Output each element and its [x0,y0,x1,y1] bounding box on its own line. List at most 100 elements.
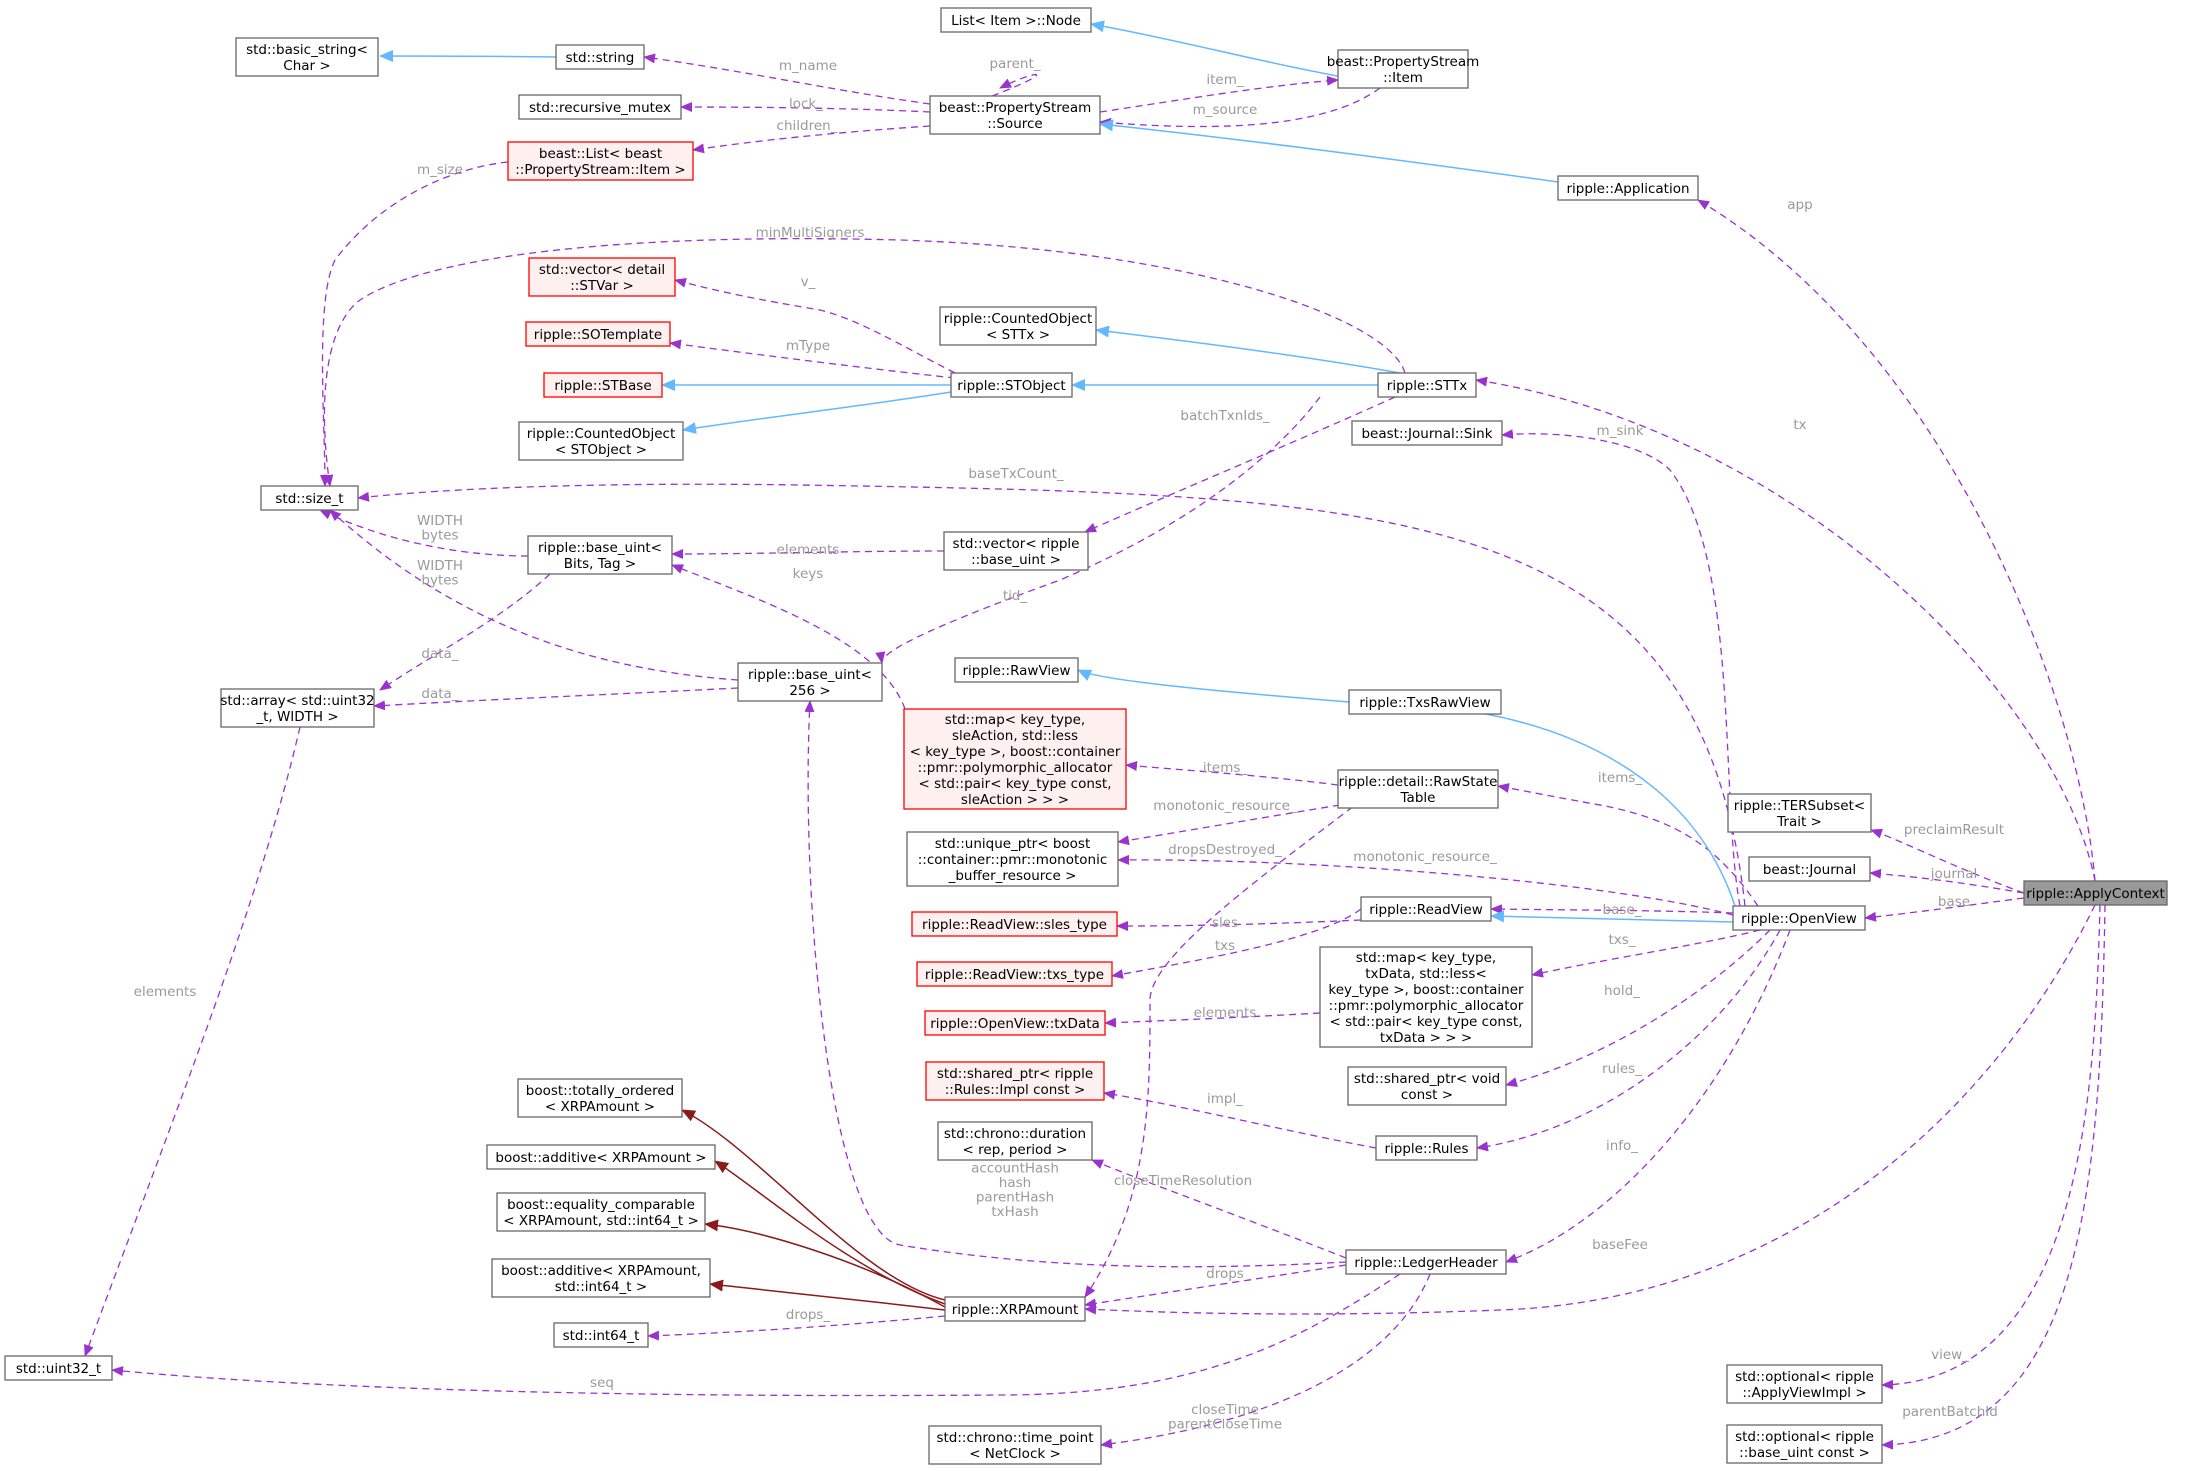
edge-256-array [373,687,739,711]
class-node-shared-ptr-void[interactable]: std::shared_ptr< void const > [1347,1066,1507,1106]
class-node-additive2[interactable]: boost::additive< XRPAmount, std::int64_t… [491,1258,711,1298]
edge-sttx-tid [875,396,1321,664]
edge-openview-txdata [1531,929,1761,978]
class-node-stobject[interactable]: ripple::STObject [950,372,1073,398]
edge-openview-rst [1497,783,1759,907]
node-label: < STObject > [555,442,647,458]
class-node-recursive-mutex[interactable]: std::recursive_mutex [518,94,682,120]
class-node-base-uint-bits[interactable]: ripple::base_uint<Bits, Tag > [527,535,673,575]
edge-stobject-vector [674,278,956,374]
node-box [1377,372,1477,398]
node-label: ::STVar > [570,278,634,294]
class-node-application[interactable]: ripple::Application [1557,175,1699,201]
node-box [925,1061,1105,1101]
class-node-duration[interactable]: std::chrono::duration< rep, period > [937,1121,1093,1161]
node-label: std::unique_ptr< boost [935,836,1090,852]
edge-label-min-multi-signers: minMultiSigners [756,225,865,241]
edge-label-tid: tid_ [1003,588,1028,604]
class-node-apply-context[interactable]: ripple::ApplyContext [2023,880,2168,906]
node-label: txData > > > [1380,1030,1472,1046]
class-node-openview[interactable]: ripple::OpenView [1732,905,1866,931]
edge-label-base-fee: baseFee [1592,1237,1648,1253]
node-label: ripple::RawView [962,663,1070,679]
class-node-ps-source[interactable]: beast::PropertyStream::Source [929,95,1101,135]
class-node-ledgerheader[interactable]: ripple::LedgerHeader [1345,1249,1507,1275]
class-node-counted-stobject[interactable]: ripple::CountedObject< STObject > [518,421,684,461]
class-node-size-t[interactable]: std::size_t [260,485,359,511]
class-node-sotemplate[interactable]: ripple::SOTemplate [525,321,671,347]
edge-label-drops-xrp: drops_ [786,1307,831,1323]
node-label: < std::pair< key_type const, [1329,1014,1522,1030]
class-node-array-uint32[interactable]: std::array< std::uint32_t, WIDTH > [220,688,375,728]
class-node-additive[interactable]: boost::additive< XRPAmount > [486,1144,716,1170]
node-box [543,372,663,398]
node-label: ripple::CountedObject [527,426,676,442]
edge-label-hashes-3: parentHash [976,1189,1054,1205]
class-node-base-uint-256[interactable]: ripple::base_uint<256 > [737,662,883,702]
class-node-optional-base-uint[interactable]: std::optional< ripple::base_uint const > [1726,1424,1883,1464]
class-node-txs-type[interactable]: ripple::ReadView::txs_type [916,961,1113,987]
class-node-basic-string[interactable]: std::basic_string<Char > [235,37,379,77]
class-node-unique-ptr-mbr[interactable]: std::unique_ptr< boost::container::pmr::… [906,831,1119,887]
class-node-sles-type[interactable]: ripple::ReadView::sles_type [911,911,1118,937]
node-label: ripple::ReadView::sles_type [922,917,1107,933]
class-node-counted-sttx[interactable]: ripple::CountedObject< STTx > [939,306,1097,346]
edge-vec-base [671,548,945,559]
node-label: List< Item >::Node [951,13,1081,29]
class-node-equality-comparable[interactable]: boost::equality_comparable< XRPAmount, s… [496,1192,706,1232]
class-node-journal-sink[interactable]: beast::Journal::Sink [1351,420,1503,446]
class-node-int64[interactable]: std::int64_t [553,1322,649,1348]
class-node-readview[interactable]: ripple::ReadView [1360,896,1492,922]
edge-xrp-int64 [647,1315,946,1341]
edge-label-close-time-1: closeTime [1191,1402,1259,1418]
class-node-map-sleaction[interactable]: std::map< key_type, sleAction, std::less… [903,708,1127,810]
class-node-txsrawview[interactable]: ripple::TxsRawView [1348,689,1502,715]
node-box [737,662,883,702]
class-node-stbase[interactable]: ripple::STBase [543,372,663,398]
node-label: ripple::TERSubset< [1734,798,1865,814]
edge-label-base-ro: base_ [1603,902,1642,918]
class-node-time-point[interactable]: std::chrono::time_point< NetClock > [928,1425,1102,1465]
edge-label-m-sink: m_sink [1596,423,1643,439]
class-node-rules[interactable]: ripple::Rules [1375,1135,1478,1161]
class-node-vector-base-uint[interactable]: std::vector< ripple::base_uint > [943,531,1089,571]
node-label: ripple::detail::RawState [1339,774,1498,790]
edge-label-view: view_ [1931,1347,1969,1363]
class-node-beast-journal[interactable]: beast::Journal [1748,856,1871,882]
node-box [911,911,1118,937]
class-node-xrpamount[interactable]: ripple::XRPAmount [944,1296,1086,1322]
node-box [260,485,359,511]
edge-sttx-size [323,237,1406,487]
node-label: std::uint32_t [16,1361,101,1377]
edge-psitem-node [1090,20,1344,78]
node-box [937,1121,1093,1161]
node-label: sleAction, std::less [952,728,1078,744]
edge-label-item: item_ [1206,72,1244,88]
node-box [1351,420,1503,446]
node-label: ::base_uint > [971,552,1061,568]
class-node-ps-item[interactable]: beast::PropertyStream::Item [1327,49,1480,89]
node-label: std::optional< ripple [1735,1429,1874,1445]
edge-ledger-timepoint [1100,1273,1431,1449]
class-node-vector-stvar[interactable]: std::vector< detail::STVar > [528,257,676,297]
class-node-openview-txdata[interactable]: ripple::OpenView::txData [924,1010,1106,1036]
class-node-sttx[interactable]: ripple::STTx [1377,372,1477,398]
edge-label-txs: txs [1215,938,1235,954]
class-node-beast-list[interactable]: beast::List< beast::PropertyStream::Item… [507,141,694,181]
class-node-map-txdata[interactable]: std::map< key_type, txData, std::less< k… [1319,946,1533,1048]
class-node-rawview[interactable]: ripple::RawView [954,657,1079,683]
node-box [527,535,673,575]
class-node-optional-applyview[interactable]: std::optional< ripple::ApplyViewImpl > [1726,1364,1883,1404]
class-node-totally-ordered[interactable]: boost::totally_ordered< XRPAmount > [517,1078,683,1118]
class-node-shared-ptr-rules[interactable]: std::shared_ptr< ripple::Rules::Impl con… [925,1061,1105,1101]
edge-label-tx: tx [1793,417,1806,433]
edge-ctx-openview [1864,897,2025,922]
diagram-nodes: ripple::ApplyContext List< Item >::Nodest… [4,7,2168,1465]
node-label: Trait > [1776,814,1822,830]
class-node-list-node[interactable]: List< Item >::Node [940,7,1092,33]
node-box [1360,896,1492,922]
class-node-uint32[interactable]: std::uint32_t [4,1355,113,1381]
class-node-tersubset[interactable]: ripple::TERSubset<Trait > [1727,793,1872,833]
class-node-std-string[interactable]: std::string [555,44,645,70]
